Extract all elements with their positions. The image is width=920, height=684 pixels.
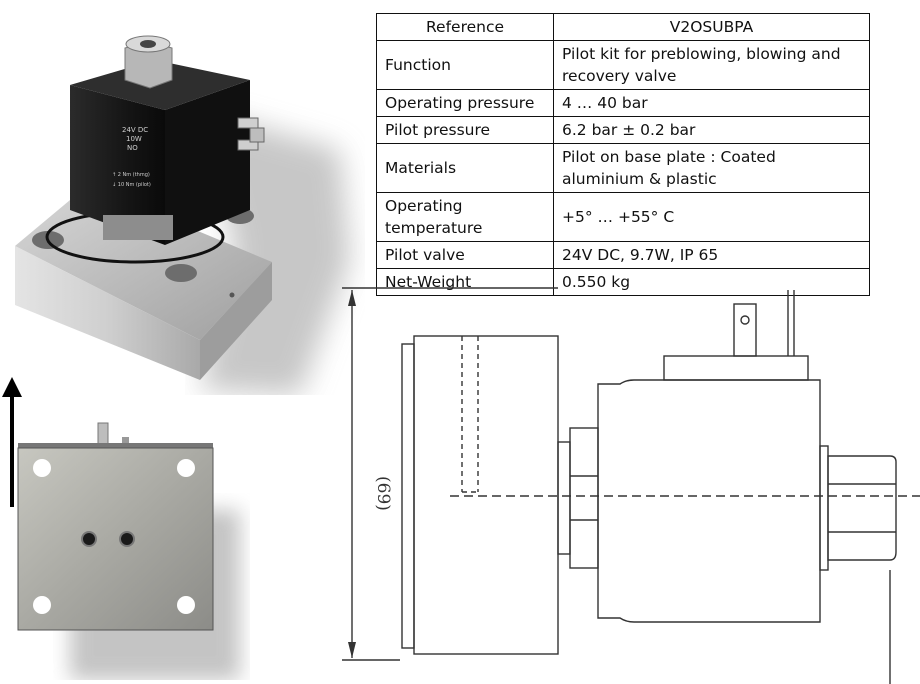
row-label: Operating pressure bbox=[376, 89, 554, 117]
coil-label-power: 10W bbox=[126, 135, 142, 143]
top-nut bbox=[124, 35, 173, 89]
product-photo-assembled: 24V DC 10W NO ↑ 2 Nm (thmg) ↓ 10 Nm (pil… bbox=[15, 35, 350, 395]
table-row: Materials Pilot on base plate : Coated a… bbox=[376, 143, 870, 193]
row-value: Pilot kit for preblowing, blowing and re… bbox=[553, 40, 870, 90]
row-label: Function bbox=[376, 40, 554, 90]
coil-label-torque-2: ↓ 10 Nm (pilot) bbox=[112, 182, 151, 188]
row-value: 4 … 40 bar bbox=[553, 89, 870, 117]
row-value: +5° … +55° C bbox=[553, 192, 870, 242]
table-row: Net-Weight 0.550 kg bbox=[376, 268, 870, 296]
table-row: Operating pressure 4 … 40 bar bbox=[376, 89, 870, 117]
hex-nut-side bbox=[557, 427, 599, 569]
row-value: Pilot on base plate : Coated aluminium &… bbox=[553, 143, 870, 193]
row-label: Net-Weight bbox=[376, 268, 554, 296]
row-value: 6.2 bar ± 0.2 bar bbox=[553, 116, 870, 144]
solenoid-coil bbox=[70, 60, 250, 245]
body-side-view bbox=[401, 335, 559, 655]
table-row: Pilot pressure 6.2 bar ± 0.2 bar bbox=[376, 116, 870, 144]
header-label: Reference bbox=[376, 13, 554, 41]
row-label: Pilot valve bbox=[376, 241, 554, 269]
connector-pins bbox=[237, 117, 265, 151]
table-row: Function Pilot kit for preblowing, blowi… bbox=[376, 40, 870, 90]
row-label: Operating temperature bbox=[376, 192, 554, 242]
technical-drawing: (69) bbox=[342, 287, 920, 684]
row-label: Materials bbox=[376, 143, 554, 193]
header-reference-code: V2OSUBPA bbox=[553, 13, 870, 41]
row-value: 24V DC, 9.7W, IP 65 bbox=[553, 241, 870, 269]
dimension-label: (69) bbox=[373, 476, 393, 511]
up-arrow-icon bbox=[2, 377, 22, 507]
table-row: Operating temperature +5° … +55° C bbox=[376, 192, 870, 242]
coil-label-voltage: 24V DC bbox=[122, 126, 148, 134]
hex-nut-right bbox=[819, 445, 897, 571]
table-header-row: Reference V2OSUBPA bbox=[376, 13, 870, 41]
product-photo-baseplate bbox=[17, 422, 240, 680]
coil-side-view bbox=[597, 290, 821, 623]
coil-label-torque-1: ↑ 2 Nm (thmg) bbox=[112, 172, 150, 178]
table-row: Pilot valve 24V DC, 9.7W, IP 65 bbox=[376, 241, 870, 269]
row-value: 0.550 kg bbox=[553, 268, 870, 296]
row-label: Pilot pressure bbox=[376, 116, 554, 144]
specification-table: Reference V2OSUBPA Function Pilot kit fo… bbox=[376, 13, 870, 296]
coil-label-state: NO bbox=[127, 144, 138, 152]
dimension-line bbox=[342, 287, 558, 661]
